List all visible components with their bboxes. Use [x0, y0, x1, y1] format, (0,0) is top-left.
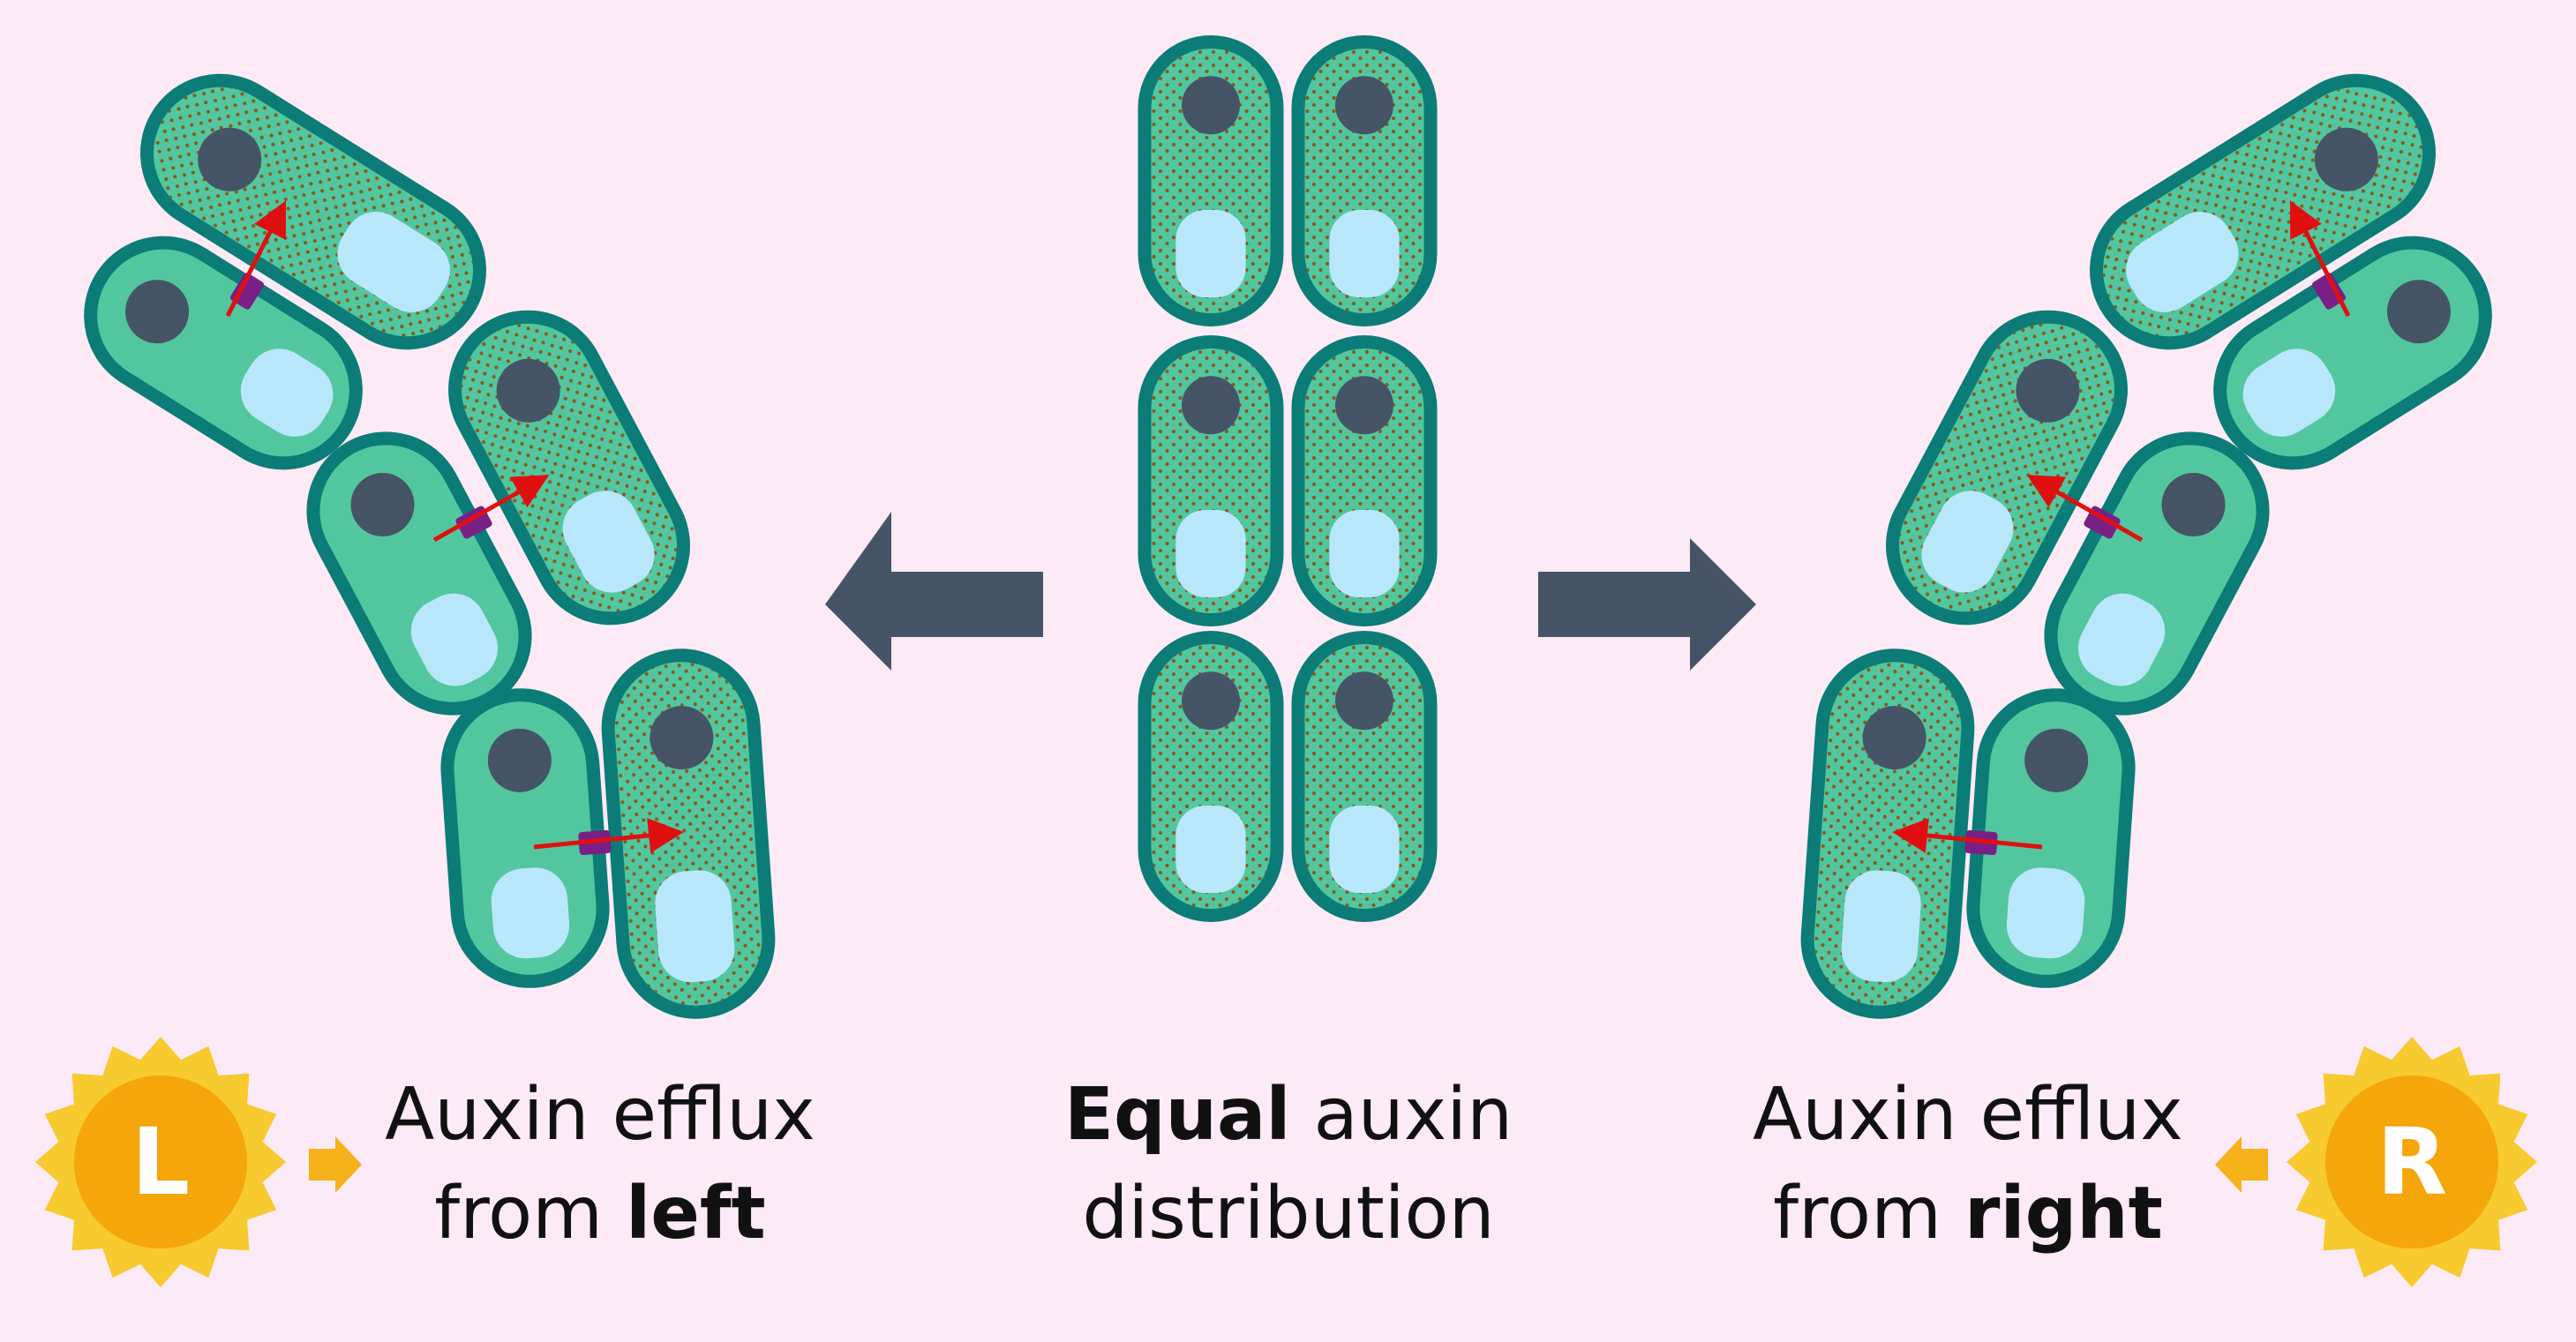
- auxin-flow-arrow-icon: [432, 475, 550, 543]
- nucleus: [1335, 76, 1393, 135]
- nucleus: [1182, 376, 1240, 435]
- center-caption-line1: Equal auxin: [1033, 1066, 1544, 1165]
- plant-cell: [84, 236, 363, 470]
- vacuole: [2077, 593, 2166, 686]
- auxin-rich-cell: [448, 310, 690, 626]
- large-arrow-icon: [1538, 538, 1756, 671]
- vacuole: [1175, 510, 1246, 597]
- left-caption-line2: from left: [353, 1165, 847, 1263]
- center-caption-emphasis: Equal: [1063, 1073, 1291, 1157]
- right-caption-line2: from right: [1721, 1165, 2215, 1263]
- auxin-rich-cell: [2089, 73, 2437, 350]
- nucleus: [350, 472, 415, 536]
- auxin-rich-cell: [1291, 631, 1438, 922]
- left-caption-emphasis: left: [626, 1172, 766, 1256]
- center-caption: Equal auxin distribution: [1033, 1066, 1544, 1263]
- vacuole: [2006, 867, 2085, 959]
- sun-letter-right: R: [2376, 1108, 2448, 1216]
- left-bent-stem: [84, 73, 776, 1019]
- center-straight-stem: [1138, 35, 1438, 922]
- nucleus: [1182, 76, 1240, 135]
- vacuole: [1175, 806, 1246, 893]
- auxin-rich-cell: [1138, 335, 1284, 626]
- auxin-transporter-icon: [2311, 273, 2347, 310]
- nucleus: [1182, 671, 1240, 731]
- plant-cell: [440, 688, 610, 988]
- center-caption-rest: auxin: [1290, 1073, 1513, 1157]
- right-bent-stem: [1800, 73, 2492, 1019]
- auxin-flow-arrow-icon: [533, 818, 684, 853]
- vacuole: [1329, 210, 1400, 297]
- vacuole: [2242, 349, 2336, 437]
- auxin-flow-arrow-icon: [2289, 200, 2351, 318]
- right-caption: Auxin efflux from right: [1721, 1066, 2215, 1263]
- sun-icon: [35, 1037, 286, 1287]
- vacuole: [655, 870, 735, 983]
- vacuole: [1921, 491, 2014, 593]
- vacuole: [2126, 212, 2239, 312]
- auxin-rich-cell: [1138, 35, 1284, 326]
- large-arrow-icon: [825, 512, 1043, 671]
- vacuole: [410, 593, 499, 686]
- nucleus: [125, 280, 190, 344]
- auxin-rich-cell: [139, 73, 487, 350]
- auxin-rich-cell: [1291, 335, 1438, 626]
- nucleus: [1862, 706, 1926, 770]
- vacuole: [337, 212, 450, 312]
- right-caption-prefix: from: [1773, 1172, 1965, 1256]
- left-caption-prefix: from: [434, 1172, 627, 1256]
- plant-cell: [306, 431, 532, 716]
- nucleus: [496, 358, 560, 423]
- center-caption-line2: distribution: [1082, 1172, 1495, 1256]
- auxin-transporter-icon: [229, 273, 265, 310]
- auxin-rich-cell: [1800, 649, 1975, 1019]
- vacuole: [1175, 210, 1246, 297]
- nucleus: [1335, 671, 1393, 731]
- vacuole: [562, 491, 655, 593]
- auxin-rich-cell: [1138, 631, 1284, 922]
- right-caption-line1: Auxin efflux: [1753, 1073, 2183, 1157]
- sun-letter-left: L: [131, 1108, 191, 1216]
- nucleus: [1335, 376, 1393, 435]
- small-arrow-icon: [309, 1136, 362, 1193]
- nucleus: [2386, 280, 2451, 344]
- vacuole: [1329, 510, 1400, 597]
- auxin-rich-cell: [1291, 35, 1438, 326]
- nucleus: [2024, 728, 2089, 792]
- auxin-flow-arrow-icon: [2026, 475, 2144, 543]
- vacuole: [240, 349, 334, 437]
- left-caption: Auxin efflux from left: [353, 1066, 847, 1263]
- nucleus: [2161, 472, 2226, 536]
- sun-icon: [2287, 1037, 2537, 1287]
- nucleus: [2314, 127, 2378, 191]
- vacuole: [491, 867, 570, 959]
- right-caption-emphasis: right: [1964, 1172, 2163, 1256]
- plant-cell: [2044, 431, 2270, 716]
- left-caption-line1: Auxin efflux: [385, 1073, 815, 1157]
- nucleus: [487, 728, 552, 792]
- nucleus: [198, 127, 262, 191]
- nucleus: [650, 706, 714, 770]
- auxin-flow-arrow-icon: [225, 200, 287, 318]
- auxin-rich-cell: [1886, 310, 2128, 626]
- small-arrow-icon: [2215, 1136, 2268, 1193]
- nucleus: [2016, 358, 2080, 423]
- plant-cell: [2213, 236, 2492, 470]
- auxin-rich-cell: [601, 649, 776, 1019]
- vacuole: [1841, 870, 1921, 983]
- plant-cell: [1966, 688, 2136, 988]
- auxin-flow-arrow-icon: [1892, 818, 2043, 853]
- vacuole: [1329, 806, 1400, 893]
